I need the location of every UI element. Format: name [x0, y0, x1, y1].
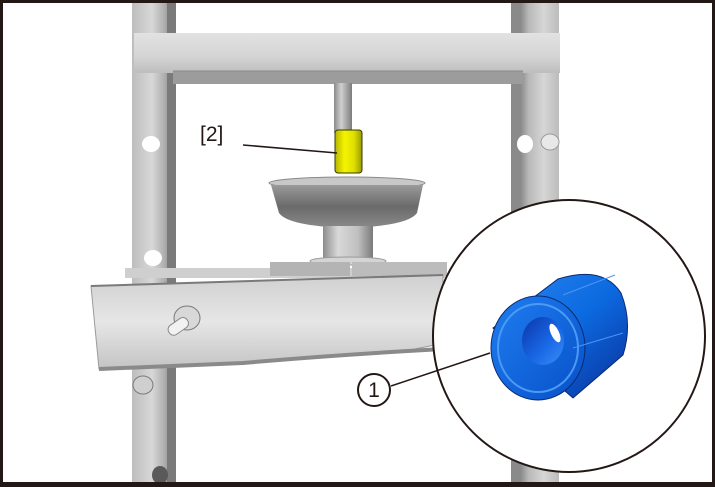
- detail-view: [432, 199, 706, 473]
- blue-bushing: [490, 273, 629, 401]
- leader-line-2: [242, 144, 338, 154]
- leader-line-1: [390, 352, 491, 387]
- press-bed-beam: [90, 274, 444, 395]
- callout-label-2: [2]: [200, 123, 224, 146]
- support-plates: [125, 262, 447, 278]
- wheel-hub: [268, 176, 426, 266]
- press-tool-highlight: [334, 129, 363, 174]
- callout-label-1: 1: [357, 373, 391, 407]
- press-ram: [334, 83, 352, 133]
- press-illustration: [90, 3, 706, 482]
- callout-number-1: 1: [368, 378, 380, 402]
- left-post: [132, 3, 176, 482]
- top-crossbeam: [134, 33, 560, 84]
